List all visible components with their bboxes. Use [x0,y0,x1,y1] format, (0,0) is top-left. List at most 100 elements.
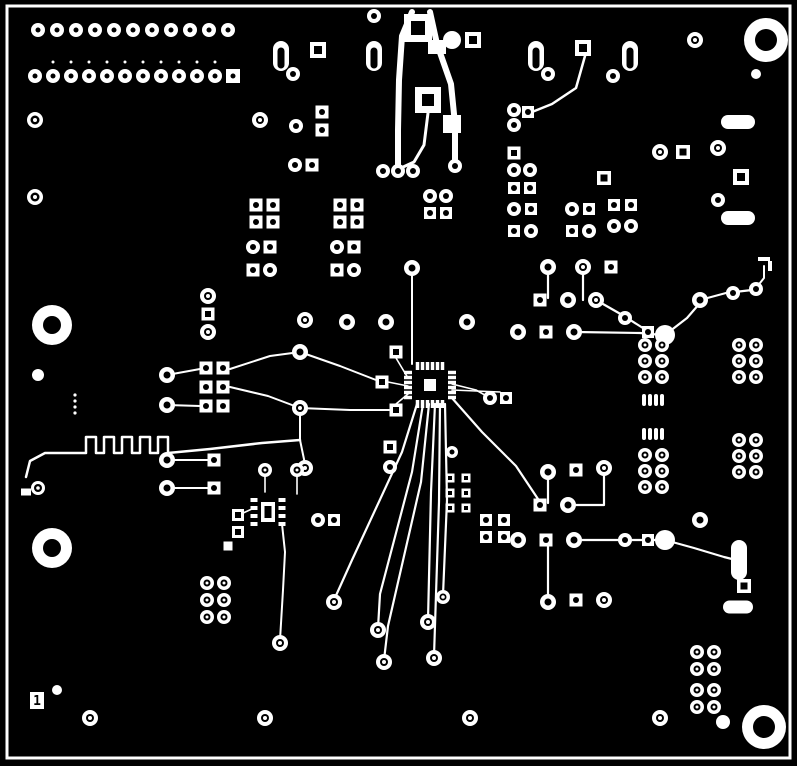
test-point-via [638,448,652,462]
via [540,464,556,480]
test-point-via [462,710,478,726]
via [459,314,475,330]
test-point-via [326,594,342,610]
dot-pad [51,60,55,64]
test-point-via [426,650,442,666]
via [46,69,60,83]
via [159,480,175,496]
via [28,69,42,83]
slot-pad [648,394,652,406]
window-pad [733,169,749,185]
through-hole-pad [315,123,329,137]
dot-pad [123,60,127,64]
window-pad [232,509,244,521]
via [406,164,420,178]
dot-pad [87,60,91,64]
test-point-via [217,576,231,590]
test-point-via [687,32,703,48]
svg-text:1: 1 [33,694,41,709]
test-point-via [436,590,450,604]
test-point-via [749,370,763,384]
capacitor-pad [366,41,382,71]
test-point-via [652,144,668,160]
through-hole-pad [424,207,436,219]
via [540,594,556,610]
via [159,452,175,468]
via [221,23,235,37]
test-point-via [370,622,386,638]
via [483,391,497,405]
dot-pad [159,60,163,64]
through-hole-pad [199,361,213,375]
dot-pad [52,685,62,695]
test-point-via [217,610,231,624]
window-pad [575,40,591,56]
via [263,263,277,277]
dot-pad [443,31,461,49]
smd-pad [278,522,286,526]
test-point-via [290,463,304,477]
through-hole-pad [249,198,263,212]
slot-pad [642,428,646,440]
test-point-via [638,354,652,368]
through-hole-pad [226,69,240,83]
via [606,69,620,83]
via [367,9,381,23]
through-hole-pad [480,531,492,543]
dot-pad [73,411,77,415]
via [391,164,405,178]
trace [399,111,430,170]
test-point-via [655,370,669,384]
via [618,311,632,325]
dot-pad [32,369,44,381]
capacitor-pad [273,41,289,71]
through-hole-pad [566,225,578,237]
trace [432,402,442,658]
test-point-via [655,338,669,352]
dot-pad [69,60,73,64]
via [202,23,216,37]
smd-pad [758,257,770,261]
test-point-via [272,635,288,651]
via [154,69,168,83]
test-point-via [200,593,214,607]
test-point-via [732,449,746,463]
through-hole-pad [266,198,280,212]
via [560,497,576,513]
via [164,23,178,37]
qfp-footprint [404,362,456,408]
via [711,193,725,207]
smd-pad [278,498,286,502]
stadium-pad [721,211,755,225]
via [692,292,708,308]
test-point-via [31,481,45,495]
mounting-hole [32,305,72,345]
dot-pad [213,60,217,64]
dot-pad [751,69,761,79]
trace [574,330,664,337]
window-pad [445,503,455,513]
through-hole-pad [569,593,583,607]
test-point-via [638,480,652,494]
through-hole-pad [498,531,510,543]
via [566,532,582,548]
test-point-via [710,140,726,156]
trace [387,381,409,387]
test-point-via [638,370,652,384]
test-point-via [732,433,746,447]
via [624,219,638,233]
dot-pad [177,60,181,64]
window-pad [389,345,403,359]
test-point-via [200,576,214,590]
via [136,69,150,83]
smd-pad [250,522,258,526]
via [246,240,260,254]
through-hole-pad [604,260,618,274]
test-point-via [690,700,704,714]
via [524,224,538,238]
via [566,324,582,340]
slot-pad [654,394,658,406]
via [69,23,83,37]
test-point-via [707,700,721,714]
